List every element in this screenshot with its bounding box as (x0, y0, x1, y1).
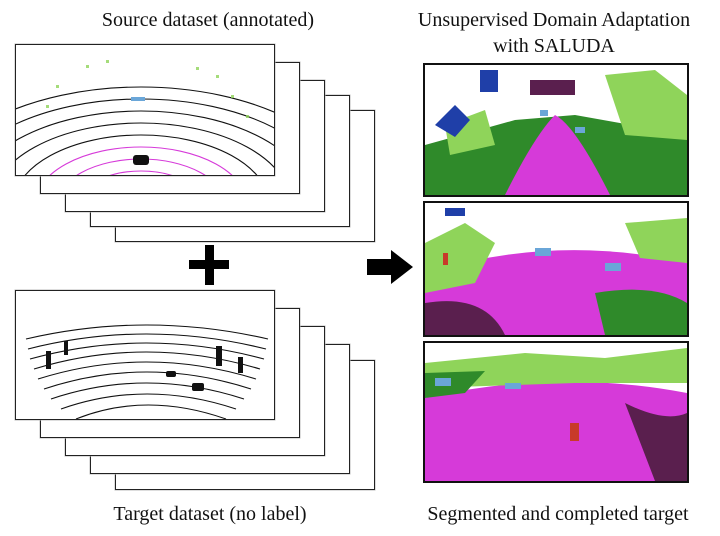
target-scan-front (15, 290, 275, 420)
method-caption-line1: Unsupervised Domain Adaptation (417, 9, 691, 31)
source-scan-front (15, 44, 275, 176)
method-caption-line2: with SALUDA (493, 35, 615, 57)
result-panel (423, 341, 689, 483)
target-dataset-caption: Target dataset (no label) (113, 503, 307, 525)
plus-icon (189, 245, 229, 285)
ego-vehicle-icon (133, 155, 149, 165)
output-caption: Segmented and completed target (427, 503, 689, 525)
segmented-scene (425, 203, 687, 335)
result-panel (423, 63, 689, 197)
source-dataset-caption: Source dataset (annotated) (101, 9, 315, 31)
segmented-scene (425, 65, 687, 195)
right-arrow-icon (367, 250, 413, 284)
result-panel (423, 201, 689, 337)
source-lidar-scan (16, 60, 274, 175)
segmented-scene (425, 343, 687, 481)
target-lidar-scan (25, 324, 269, 419)
